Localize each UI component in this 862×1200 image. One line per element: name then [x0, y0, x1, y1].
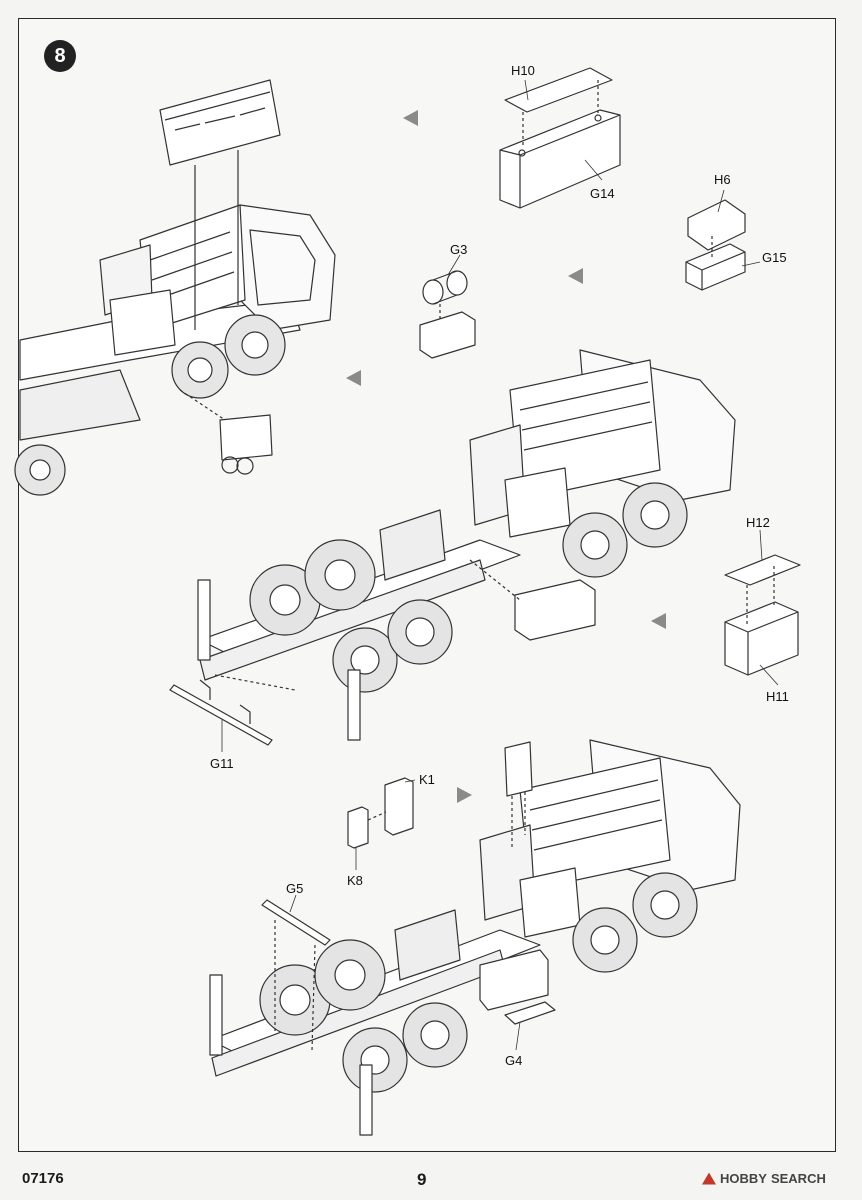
page-number: 9 — [417, 1170, 427, 1189]
part-label-h6: H6 — [714, 172, 731, 187]
part-label-k1: K1 — [419, 772, 435, 787]
truck-top-left-drawing — [14, 79, 336, 496]
part-h10-g14-drawing — [499, 67, 621, 209]
part-label-h11: H11 — [766, 689, 789, 704]
watermark-brand-a: HOBBY — [720, 1171, 767, 1186]
part-label-g15: G15 — [762, 250, 787, 265]
watermark: HOBBY SEARCH — [702, 1171, 826, 1186]
part-k1-k8-drawing — [347, 777, 414, 849]
part-label-k8: K8 — [347, 873, 363, 888]
step-number-badge: 8 — [44, 40, 76, 72]
catalog-number: 07176 — [22, 1170, 64, 1187]
part-label-g4: G4 — [505, 1053, 523, 1068]
part-label-g3: G3 — [450, 242, 468, 257]
part-label-h10: H10 — [511, 63, 535, 78]
part-h6-g15-drawing — [685, 199, 746, 291]
watermark-brand-b: SEARCH — [770, 1171, 826, 1186]
part-label-g14: G14 — [590, 186, 615, 201]
truck-bottom-drawing — [209, 739, 741, 1136]
truck-middle-drawing — [169, 349, 736, 746]
direction-arrow-icon — [457, 787, 472, 803]
part-label-h12: H12 — [746, 515, 770, 530]
part-g3-drawing — [419, 270, 476, 359]
direction-arrow-icon — [346, 370, 361, 386]
part-label-g5: G5 — [286, 881, 304, 896]
direction-arrow-icon — [568, 268, 583, 284]
direction-arrow-icon — [651, 613, 666, 629]
hobby-search-logo-icon — [702, 1172, 716, 1185]
direction-arrow-icon — [403, 110, 418, 126]
part-h12-h11-drawing — [724, 554, 801, 676]
part-label-g11: G11 — [210, 756, 234, 771]
direction-arrows — [346, 110, 666, 803]
